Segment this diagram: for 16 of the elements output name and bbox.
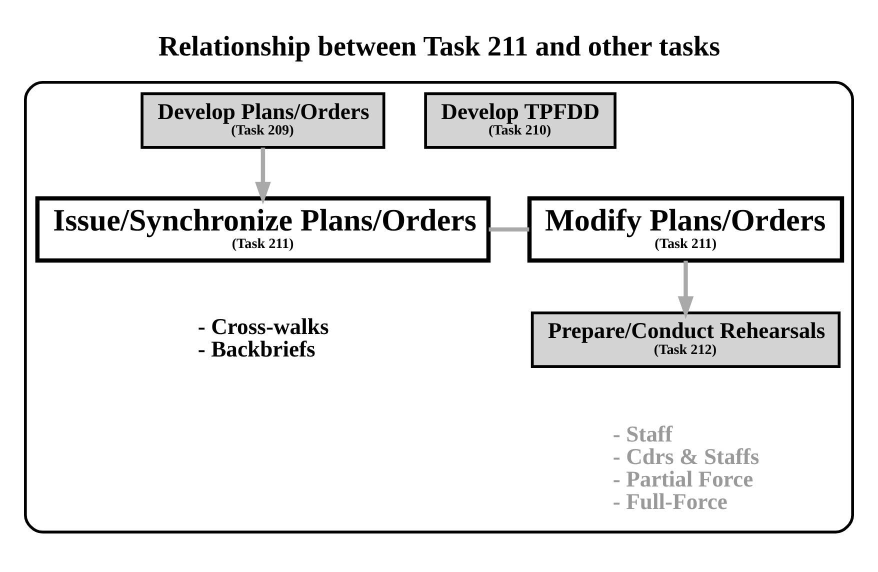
diagram-title: Relationship between Task 211 and other tasks (158, 32, 720, 63)
node-label: - Cross-walks (198, 314, 329, 339)
node-label: - Staff (612, 421, 673, 446)
node-label: - Partial Force (612, 466, 754, 492)
node-box: Modify Plans/Orders (Task 211) (527, 196, 844, 263)
node-label: - Full-Force (612, 489, 728, 514)
node-box: Issue/Synchronize Plans/Orders (Task 211) (35, 196, 491, 263)
node-box: Develop TPFDD (Task 210) (424, 92, 616, 149)
node-box: Prepare/Conduct Rehearsals (Task 212) (530, 311, 841, 368)
cluster (24, 80, 854, 534)
node-box: Develop Plans/Orders (Task 209) (140, 92, 386, 149)
arrow (678, 260, 694, 319)
connector (488, 227, 530, 232)
arrow (255, 148, 271, 204)
node-label: - Cdrs & Staffs (612, 444, 760, 469)
node-label: - Backbriefs (198, 336, 316, 362)
